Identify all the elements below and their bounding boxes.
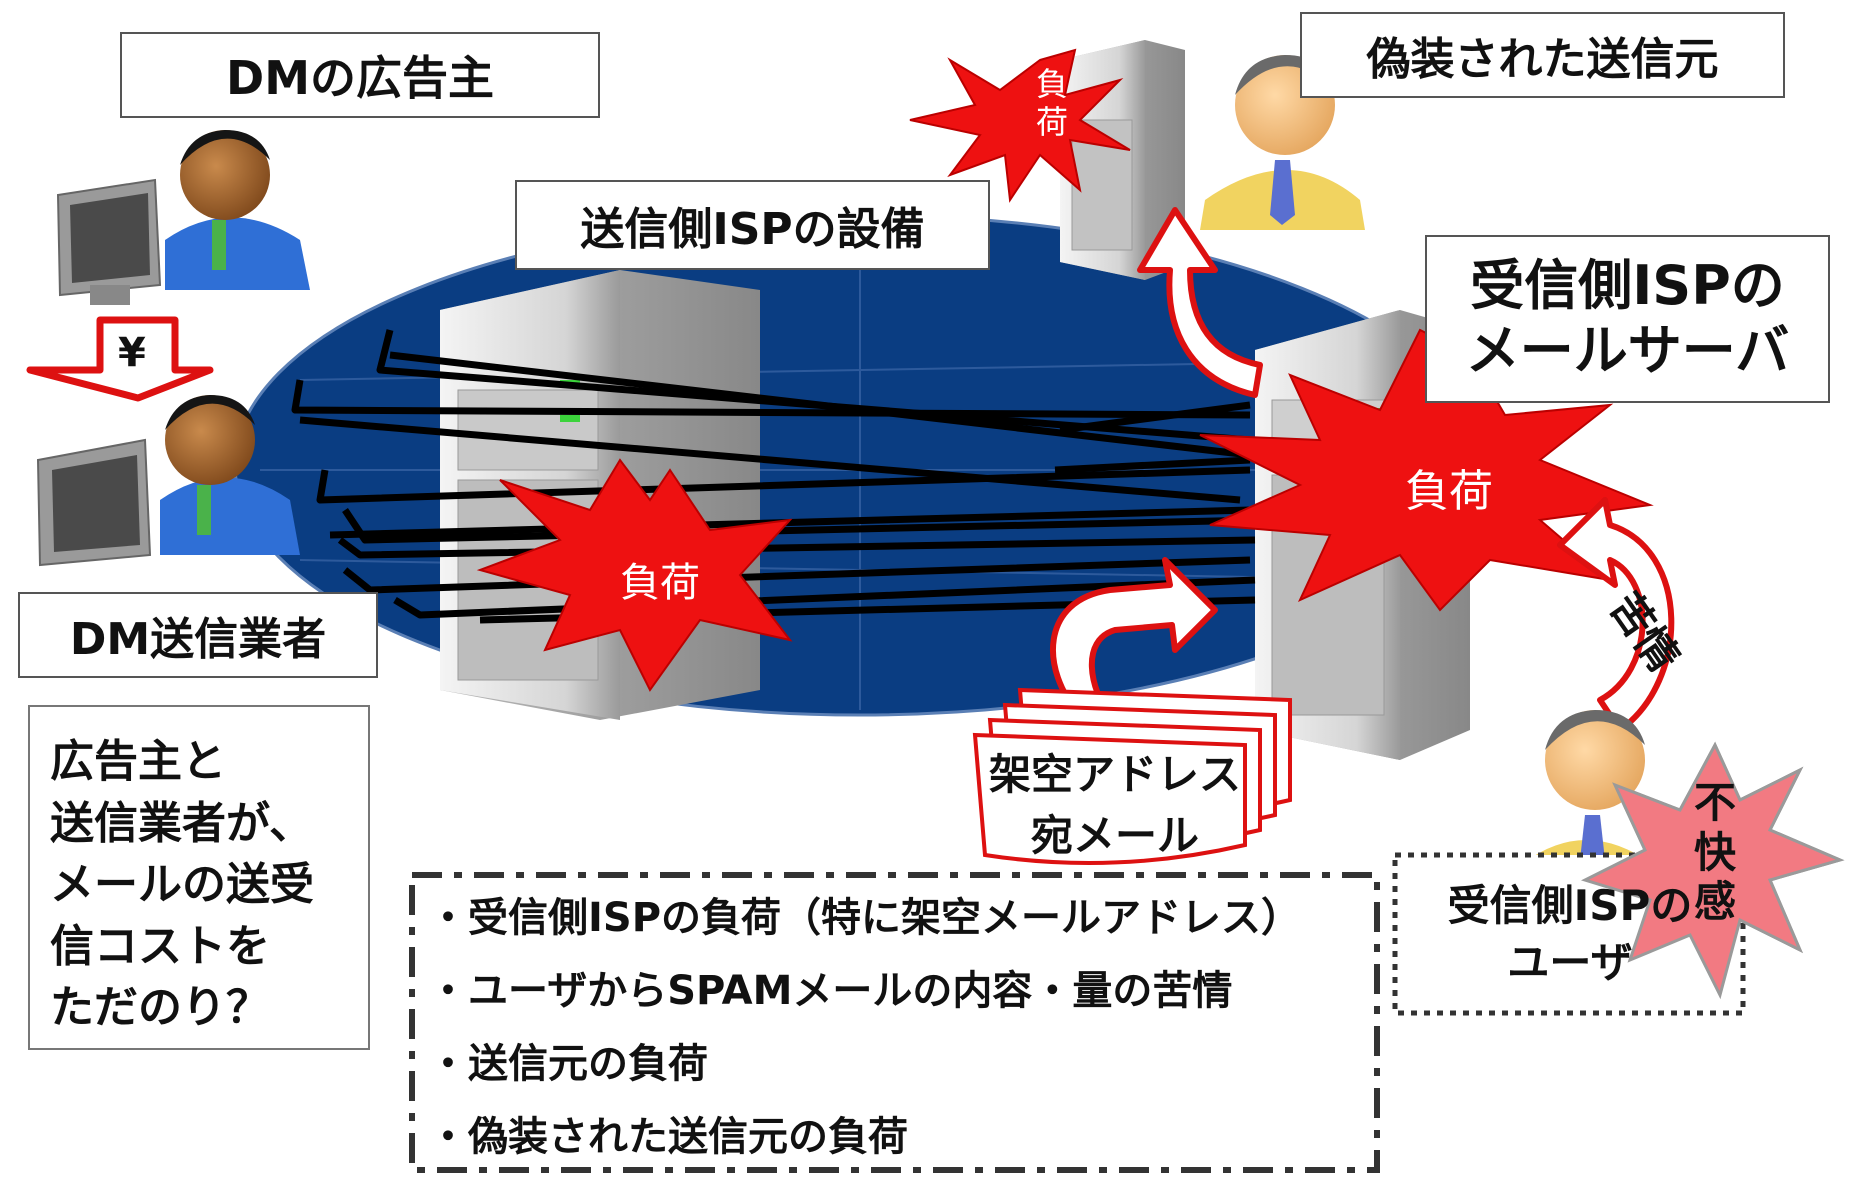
receiver-isp-line2: メールサーバ bbox=[1465, 319, 1790, 382]
question-line-2: 送信業者が、 bbox=[50, 797, 314, 849]
question-box: 広告主と 送信業者が、 メールの送受 信コストを ただのり？ bbox=[28, 705, 370, 1050]
issue-item-2: ・ユーザからSPAMメールの内容・量の苦情 bbox=[428, 968, 1233, 1014]
load-label-receiver: 負荷 bbox=[1405, 466, 1493, 517]
question-line-5: ただのり？ bbox=[50, 982, 270, 1034]
discomfort-char-2: 快 bbox=[1693, 827, 1736, 877]
yen-label: ¥ bbox=[118, 330, 146, 376]
issue-item-1: ・受信側ISPの負荷（特に架空メールアドレス） bbox=[428, 895, 1302, 941]
isp-user-line2: ユーザ bbox=[1507, 937, 1633, 987]
fake-mail-label: 架空アドレス 宛メール bbox=[985, 745, 1245, 867]
complaint-arrow bbox=[1557, 497, 1675, 733]
question-line-3: メールの送受 bbox=[50, 859, 314, 911]
issue-item-4: ・偽装された送信元の負荷 bbox=[428, 1114, 908, 1160]
sender-isp-label: 送信側ISPの設備 bbox=[515, 180, 990, 270]
dm-sender-person bbox=[36, 395, 300, 567]
question-line-4: 信コストを bbox=[50, 920, 270, 972]
isp-user-label: 受信側ISPの ユーザ bbox=[1405, 878, 1735, 991]
discomfort-char-1: 不 bbox=[1693, 778, 1736, 827]
load-burst-spoofed bbox=[909, 48, 1131, 203]
discomfort-burst-overlay bbox=[1580, 741, 1845, 1000]
discomfort-label: 不 快 感 bbox=[1690, 778, 1740, 927]
spoofed-sender-label: 偽装された送信元 bbox=[1300, 12, 1785, 98]
load-burst-sender-isp bbox=[476, 458, 793, 692]
question-line-1: 広告主と bbox=[50, 736, 226, 787]
advertiser-person bbox=[56, 130, 310, 305]
receiver-isp-line1: 受信側ISPの bbox=[1470, 254, 1785, 318]
fake-mail-line1: 架空アドレス bbox=[988, 750, 1241, 799]
fake-mail-line2: 宛メール bbox=[1030, 810, 1199, 860]
issue-item-3: ・送信元の負荷 bbox=[428, 1041, 708, 1087]
load-label-sender-isp: 負荷 bbox=[620, 560, 700, 606]
issues-box-border bbox=[409, 872, 1380, 1173]
load-label-spoofed: 負荷 bbox=[1035, 65, 1068, 142]
arrow-fake-mail-to-server bbox=[1050, 557, 1218, 718]
receiver-isp-label: 受信側ISPの メールサーバ bbox=[1425, 235, 1830, 403]
issues-list: ・受信側ISPの負荷（特に架空メールアドレス） ・ユーザからSPAMメールの内容… bbox=[428, 882, 1368, 1174]
fake-mail-stack bbox=[972, 687, 1292, 865]
advertiser-label: DMの広告主 bbox=[120, 32, 600, 118]
discomfort-char-3: 感 bbox=[1693, 877, 1736, 927]
load-burst-receiver bbox=[1199, 328, 1654, 612]
isp-user-line1: 受信側ISPの bbox=[1447, 881, 1693, 930]
yen-payment-arrow bbox=[26, 316, 214, 402]
arrow-to-spoofed-sender bbox=[1137, 207, 1263, 398]
dm-sender-label: DM送信業者 bbox=[18, 592, 378, 678]
